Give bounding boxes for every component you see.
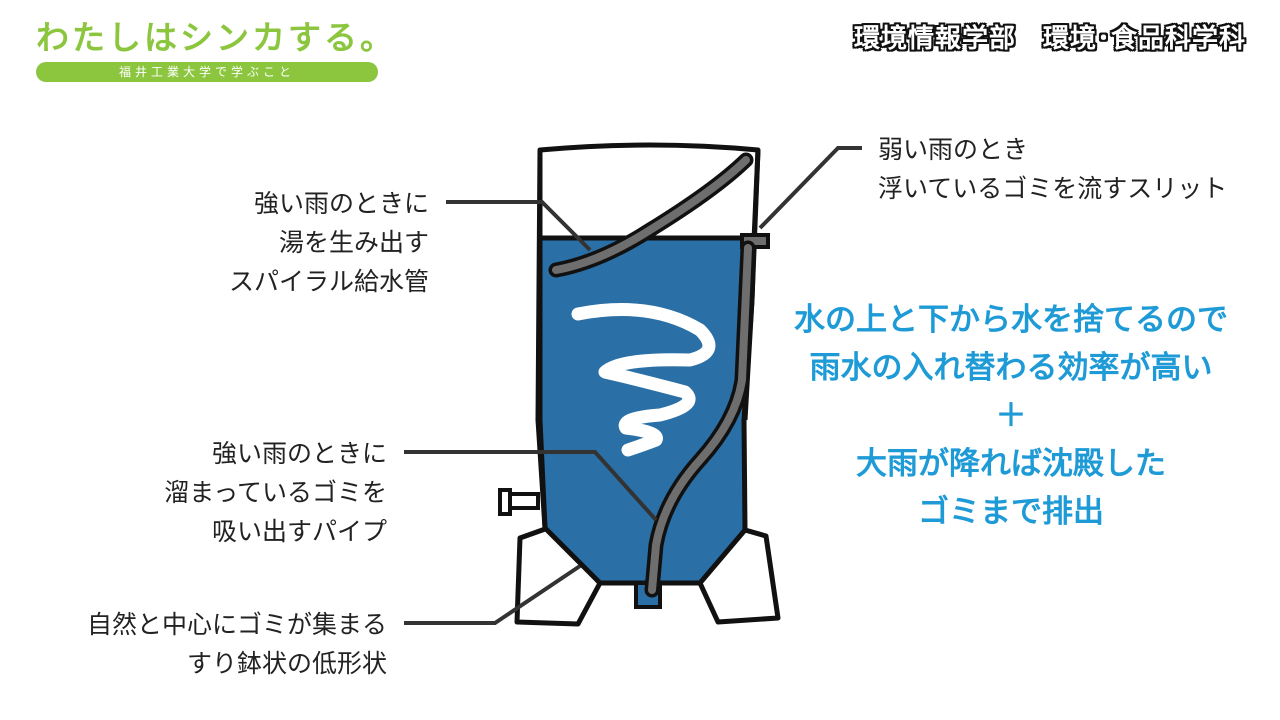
department-label: 環境情報学部 環境･食品科学科 [853, 24, 1246, 54]
callout-spiral-pipe: 強い雨のときに 湯を生み出す スパイラル給水管 [229, 184, 429, 301]
callout-line: 自然と中心にゴミが集まる [86, 610, 387, 639]
callout-slit: 弱い雨のとき 浮いているゴミを流すスリット [878, 130, 1227, 208]
logo-subtitle: 福井工業大学で学ぶこと [36, 62, 378, 82]
summary-line-2: 雨水の入れ替わる効率が高い [809, 350, 1213, 386]
spiral-feed-pipe [548, 152, 754, 278]
callout-mortar-shape: 自然と中心にゴミが集まる すり鉢状の低形状 [87, 605, 387, 683]
callout-line: 吸い出すパイプ [211, 517, 387, 546]
callout-line: すり鉢状の低形状 [186, 649, 387, 678]
summary-line-1: 水の上と下から水を捨てるので [794, 302, 1228, 338]
summary-line-3: 大雨が降れば沈殿した [856, 446, 1166, 482]
side-faucet [498, 488, 540, 516]
suction-pipe [644, 240, 756, 598]
summary-plus: ＋ [995, 398, 1027, 434]
callout-line: 溜まっているゴミを [164, 478, 387, 507]
callout-line: 強い雨のときに [253, 189, 429, 218]
callout-line: 強い雨のときに [211, 439, 387, 468]
callout-line: スパイラル給水管 [228, 267, 429, 296]
callout-line: 弱い雨のとき [878, 135, 1029, 164]
summary-text: 水の上と下から水を捨てるので 雨水の入れ替わる効率が高い ＋ 大雨が降れば沈殿し… [776, 296, 1246, 536]
callout-suction-pipe: 強い雨のときに 溜まっているゴミを 吸い出すパイプ [164, 434, 387, 551]
tank-body [537, 142, 761, 243]
leader-lines [404, 146, 862, 625]
summary-line-4: ゴミまで排出 [918, 494, 1104, 530]
callout-line: 湯を生み出す [278, 228, 429, 257]
logo: わたしはシンカする。 福井工業大学で学ぶこと [36, 18, 396, 82]
swirl-mark [571, 303, 716, 457]
logo-title: わたしはシンカする。 [36, 18, 396, 57]
callout-line: 浮いているゴミを流すスリット [878, 174, 1228, 203]
